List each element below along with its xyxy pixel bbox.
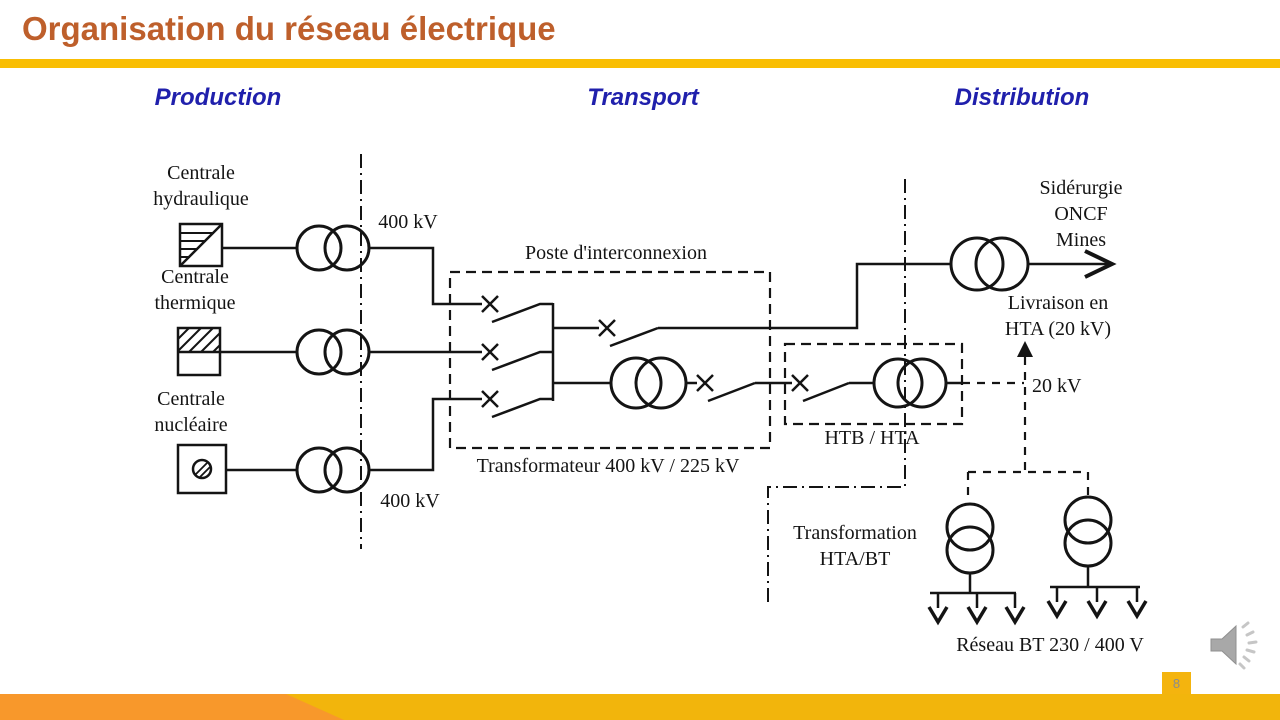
label-centrale-hydraulique: Centrale hydraulique — [153, 162, 249, 210]
switch-icons — [481, 295, 850, 419]
bottom-bar — [0, 694, 1280, 720]
label-livraison: Livraison en HTA (20 kV) — [1004, 292, 1112, 340]
page-title: Organisation du réseau électrique — [22, 10, 556, 47]
page-number-badge: 8 — [1162, 672, 1191, 695]
speaker-waves — [1238, 621, 1258, 670]
hta-dashed-wires — [962, 357, 1090, 502]
label-reseau-bt: Réseau BT 230 / 400 V — [956, 634, 1144, 656]
arrow-up-icon — [1017, 341, 1033, 357]
label-transformateur: Transformateur 400 kV / 225 kV — [476, 455, 740, 477]
speaker-body — [1210, 624, 1237, 666]
label-poste-interconnexion: Poste d'interconnexion — [525, 242, 707, 264]
plant-thermique-symbol — [176, 326, 222, 377]
label-400kv-bottom: 400 kV — [380, 490, 440, 512]
plant-nucleaire-symbol — [176, 443, 228, 495]
poste-interconnexion-box — [448, 270, 772, 450]
arrow-right-icon — [1084, 249, 1117, 279]
transformer-symbol — [609, 356, 688, 410]
label-centrale-thermique: Centrale thermique — [154, 266, 236, 314]
separator-transport-distribution — [767, 179, 906, 606]
transformer-symbol — [945, 495, 1113, 575]
bottom-bar-accent — [0, 694, 344, 720]
column-header-transport: Transport — [587, 84, 699, 111]
label-siderurgie: Sidérurgie ONCF Mines — [1039, 177, 1123, 251]
audio-speaker-icon[interactable] — [1203, 620, 1267, 675]
transformer-symbol — [872, 357, 948, 409]
label-20kv: 20 kV — [1032, 375, 1082, 397]
column-header-production: Production — [154, 84, 282, 111]
bt-feeder-arrows — [927, 587, 1148, 626]
title-underline — [0, 59, 1280, 68]
wires — [220, 246, 1140, 595]
transformer-symbol — [295, 224, 371, 494]
label-400kv-top: 400 kV — [378, 211, 438, 233]
plant-hydraulique-symbol — [178, 222, 224, 268]
page-number: 8 — [1172, 676, 1181, 691]
column-header-distribution: Distribution — [954, 84, 1090, 111]
label-htb-hta: HTB / HTA — [824, 427, 920, 449]
label-transformation-hta-bt: Transformation HTA/BT — [793, 522, 917, 570]
label-centrale-nucleaire: Centrale nucléaire — [154, 388, 228, 436]
transformer-symbol — [949, 236, 1030, 292]
